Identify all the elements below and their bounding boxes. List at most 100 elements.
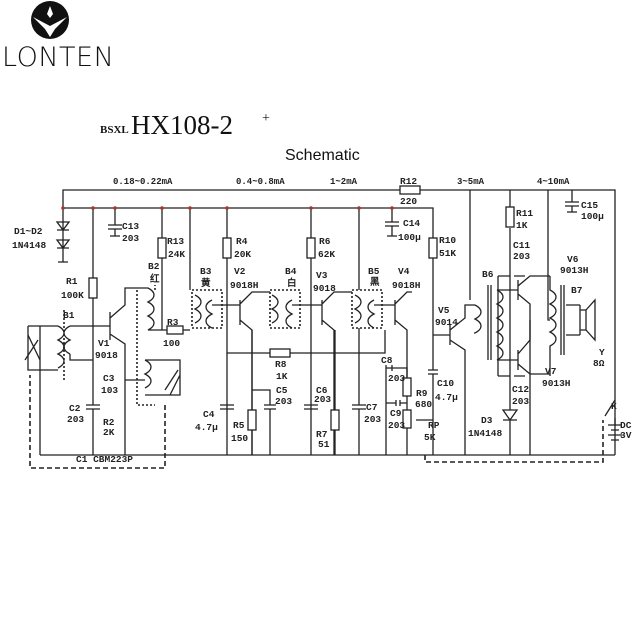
label-r13: R13	[167, 236, 184, 247]
label-y: Y	[599, 347, 605, 358]
title-superscript: +	[262, 111, 270, 126]
value-v3: 9018	[313, 283, 336, 294]
label-c15: C15	[581, 200, 598, 211]
value-c8: 203	[388, 373, 405, 384]
value-r7: 51	[318, 439, 330, 450]
label-v2: V2	[234, 266, 246, 277]
label-d1d2: D1~D2	[14, 226, 43, 237]
label-c8: C8	[381, 355, 393, 366]
value-dc: 3V	[620, 430, 632, 441]
value-r3: 100	[163, 338, 180, 349]
label-k: K	[611, 401, 617, 412]
label-c10: C10	[437, 378, 454, 389]
value-v7: 9013H	[542, 378, 571, 389]
value-c10: 4.7μ	[435, 392, 458, 403]
value-v6: 9013H	[560, 265, 589, 276]
resistor-r10	[428, 237, 438, 259]
value-y: 8Ω	[593, 358, 605, 369]
resistor-r13	[157, 237, 167, 259]
value-d1d2: 1N4148	[12, 240, 47, 251]
label-r4: R4	[236, 236, 248, 247]
current-stage2: 0.4~0.8mA	[236, 177, 285, 187]
schematic-title: HX108-2	[131, 110, 233, 140]
value-r4: 20K	[234, 249, 251, 260]
label-r1: R1	[66, 276, 78, 287]
label-r5: R5	[233, 420, 245, 431]
value-r11: 1K	[516, 220, 528, 231]
label-r2: R2	[103, 417, 115, 428]
label-c3: C3	[103, 373, 115, 384]
value-r10: 51K	[439, 248, 456, 259]
label-v7: V7	[545, 366, 557, 377]
label-b7: B7	[571, 285, 583, 296]
value-r1: 100K	[61, 290, 84, 301]
label-c7: C7	[366, 402, 378, 413]
label-r6: R6	[319, 236, 331, 247]
label-rp: RP	[428, 420, 440, 431]
label-b5: B5	[368, 266, 380, 277]
label-b1: B1	[63, 310, 75, 321]
component-labels: R12 220 D1~D2 1N4148 C13 203 R13 24K R4 …	[12, 176, 632, 465]
value-r9: 680	[415, 399, 432, 410]
label-c12: C12	[512, 384, 529, 395]
label-c5: C5	[276, 385, 288, 396]
current-stage1: 0.18~0.22mA	[113, 177, 173, 187]
value-rp: 5K	[424, 432, 436, 443]
label-c9: C9	[390, 408, 402, 419]
value-r13: 24K	[168, 249, 185, 260]
value-r8: 1K	[276, 371, 288, 382]
label-c2: C2	[69, 403, 81, 414]
resistor-r11	[505, 206, 515, 228]
label-b6: B6	[482, 269, 494, 280]
label-r10: R10	[439, 235, 456, 246]
label-b2: B2	[148, 261, 160, 272]
value-c4: 4.7μ	[195, 422, 218, 433]
resistor-r7	[330, 409, 340, 431]
label-r11: R11	[516, 208, 533, 219]
value-r12: 220	[400, 196, 417, 207]
value-b4: 白	[287, 277, 297, 289]
resistor-r1	[88, 277, 98, 299]
logo-emblem-icon	[31, 1, 69, 39]
label-r9: R9	[416, 388, 428, 399]
label-v1: V1	[98, 338, 110, 349]
title-prefix: BSXL	[100, 124, 129, 136]
value-r5: 150	[231, 433, 248, 444]
value-c3: 103	[101, 385, 118, 396]
label-dc: DC	[620, 420, 632, 431]
value-d3: 1N4148	[468, 428, 503, 439]
value-c12: 203	[512, 396, 529, 407]
label-v5: V5	[438, 305, 450, 316]
value-b3: 黄	[201, 277, 211, 289]
value-v2: 9018H	[230, 280, 259, 291]
resistor-r4	[222, 237, 232, 259]
current-labels: 0.18~0.22mA 0.4~0.8mA 1~2mA 3~5mA 4~10mA	[113, 177, 570, 187]
value-c15: 100μ	[581, 211, 604, 222]
value-b2: 红	[150, 273, 160, 285]
label-r8: R8	[275, 359, 287, 370]
value-c13: 203	[122, 233, 139, 244]
value-b5: 黑	[370, 277, 380, 288]
label-r12: R12	[400, 176, 417, 187]
value-r2: 2K	[103, 427, 115, 438]
value-c6: 203	[314, 394, 331, 405]
resistor-r12	[399, 185, 421, 195]
label-v3: V3	[316, 270, 328, 281]
label-v6: V6	[567, 254, 579, 265]
label-b4: B4	[285, 266, 297, 277]
resistor-r6	[306, 237, 316, 259]
value-c14: 100μ	[398, 232, 421, 243]
value-c2: 203	[67, 414, 84, 425]
label-b3: B3	[200, 266, 212, 277]
value-c5: 203	[275, 396, 292, 407]
wiring	[24, 185, 622, 469]
brand-name: LONTEN	[2, 42, 115, 73]
value-v5: 9014	[435, 317, 458, 328]
label-d3: D3	[481, 415, 493, 426]
label-r7: R7	[316, 429, 328, 440]
label-c1: C1 CBM223P	[76, 454, 133, 465]
value-c9: 203	[388, 420, 405, 431]
value-r6: 62K	[318, 249, 335, 260]
value-v1: 9018	[95, 350, 118, 361]
